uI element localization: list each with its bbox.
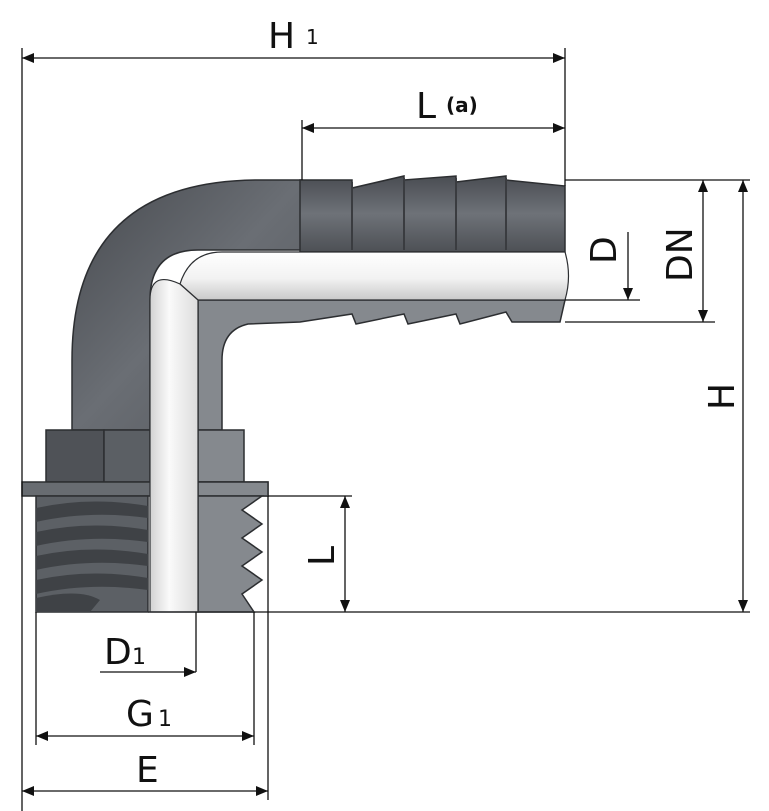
label-e: E bbox=[136, 750, 159, 791]
label-g1: G bbox=[126, 694, 154, 735]
label-d1-sub: 1 bbox=[132, 645, 146, 670]
thread-left bbox=[35, 495, 149, 613]
hex-nut-center bbox=[103, 429, 151, 483]
bore-horizontal bbox=[179, 251, 570, 301]
thread-right-section bbox=[197, 495, 265, 613]
label-g1-sub: 1 bbox=[158, 707, 172, 732]
elbow-outer bbox=[71, 179, 303, 431]
bore-vertical bbox=[149, 279, 199, 613]
hex-nut-left bbox=[45, 429, 105, 483]
label-h1: H bbox=[268, 16, 295, 57]
label-d: D bbox=[584, 236, 625, 264]
dimension-lines bbox=[21, 48, 750, 811]
dimension-labels: H 1 L (a) D DN H L D 1 G 1 E bbox=[104, 16, 743, 791]
label-d1: D bbox=[104, 632, 132, 673]
fitting-body bbox=[21, 175, 570, 613]
label-dn: DN bbox=[660, 227, 701, 282]
hose-section-face bbox=[197, 299, 566, 431]
label-l-bottom: L bbox=[302, 546, 343, 566]
label-h1-sub: 1 bbox=[306, 25, 319, 49]
hose-barbs-top bbox=[299, 175, 566, 253]
label-l-top-sub: (a) bbox=[446, 93, 478, 117]
hex-nut-section bbox=[197, 429, 245, 483]
label-h: H bbox=[702, 383, 743, 410]
label-l-top: L bbox=[416, 86, 436, 127]
